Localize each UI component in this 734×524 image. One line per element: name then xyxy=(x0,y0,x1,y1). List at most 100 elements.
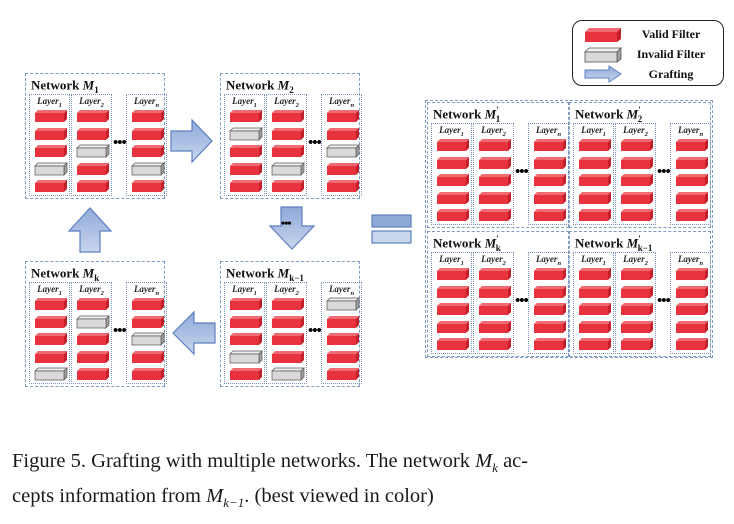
caption-line-2: cepts information from Mk−1. (best viewe… xyxy=(12,482,727,517)
network-title-sub: k−1 xyxy=(637,242,653,253)
layer-ellipsis: ••• xyxy=(113,135,127,151)
layer-label-sub: n xyxy=(699,130,704,138)
layer-label: Layer1 xyxy=(574,125,613,138)
network-title-text: Network xyxy=(226,265,278,281)
valid-filter-icon xyxy=(675,285,708,298)
network-title-prime: ′ xyxy=(496,105,499,115)
valid-filter-icon xyxy=(478,138,511,151)
layer-label-sub: 2 xyxy=(502,130,506,138)
layer-label-sub: 1 xyxy=(58,289,62,297)
layer-ellipsis: ••• xyxy=(657,164,671,180)
layer-label-sub: 2 xyxy=(644,259,648,267)
valid-filter-icon xyxy=(436,302,469,315)
invalid-filter-icon xyxy=(34,367,68,381)
layer-label-text: Layer xyxy=(535,254,558,264)
layer-column-n: Layern xyxy=(670,252,711,354)
valid-filter-icon xyxy=(620,320,653,333)
valid-filter-icon xyxy=(620,156,653,169)
valid-filter-icon xyxy=(533,320,566,333)
layer-label: Layern xyxy=(322,284,361,297)
valid-filter-icon xyxy=(131,315,164,328)
invalid-filter-icon xyxy=(229,349,263,364)
valid-filter-icon xyxy=(76,162,109,175)
valid-filter-icon xyxy=(578,285,611,298)
layer-label-text: Layer xyxy=(677,254,700,264)
legend: Valid Filter Invalid Filter Grafting xyxy=(572,20,724,86)
layer-label-text: Layer xyxy=(481,254,503,264)
valid-filter-icon xyxy=(131,350,164,363)
layer-label-text: Layer xyxy=(581,125,603,135)
caption-math-sub: k−1 xyxy=(223,495,245,511)
network-title-prime: ′ xyxy=(496,234,499,244)
network-title: Network M′1 xyxy=(433,105,500,124)
network-title-text: Network xyxy=(31,265,83,281)
valid-filter-icon xyxy=(436,208,469,221)
valid-filter-icon xyxy=(229,367,262,380)
valid-filter-icon xyxy=(271,179,304,192)
valid-filter-icon xyxy=(436,173,469,186)
valid-filter-icon xyxy=(533,285,566,298)
layer-ellipsis: ••• xyxy=(113,323,127,339)
valid-filter-icon xyxy=(34,332,67,345)
valid-filter-icon xyxy=(229,144,262,157)
valid-filter-icon xyxy=(436,191,469,204)
layer-label: Layer2 xyxy=(616,125,655,138)
layer-column-1: Layer1 xyxy=(573,252,614,354)
layer-column-n: Layern xyxy=(528,252,569,354)
caption-line-1: Figure 5. Grafting with multiple network… xyxy=(12,447,727,482)
invalid-filter-icon xyxy=(271,161,305,176)
valid-filter-icon xyxy=(478,191,511,204)
invalid-filter-icon xyxy=(76,314,110,329)
layer-column-2: Layer2 xyxy=(71,94,112,196)
grafting-arrow-left-icon xyxy=(172,310,216,356)
valid-filter-icon xyxy=(436,156,469,169)
valid-filter-icon xyxy=(578,208,611,221)
valid-filter-icon xyxy=(675,138,708,151)
network-title-var: M xyxy=(484,106,497,122)
valid-filter-icon xyxy=(76,332,109,345)
network-title-var: M xyxy=(484,235,497,251)
layer-label: Layern xyxy=(529,254,568,267)
layer-label-sub: 2 xyxy=(295,101,299,109)
layer-column-1: Layer1 xyxy=(224,282,265,384)
valid-filter-icon xyxy=(326,350,359,363)
legend-label: Valid Filter xyxy=(641,27,701,41)
layer-label: Layer1 xyxy=(432,125,471,138)
valid-filter-icon xyxy=(436,320,469,333)
network-title: Network M1 xyxy=(31,76,99,95)
valid-filter-icon xyxy=(675,267,708,280)
grafting-arrow-right-icon xyxy=(170,118,213,164)
valid-filter-icon xyxy=(620,285,653,298)
valid-filter-icon xyxy=(229,332,262,345)
layer-label-sub: 1 xyxy=(253,101,257,109)
layer-column-n: Layern xyxy=(321,94,362,196)
invalid-filter-icon xyxy=(271,367,305,381)
layer-label-sub: 1 xyxy=(602,130,606,138)
network-title-sub: k xyxy=(94,272,100,283)
layer-column-1: Layer1 xyxy=(573,123,614,225)
layer-label: Layer1 xyxy=(225,96,264,109)
layer-label-text: Layer xyxy=(439,125,461,135)
layer-label: Layern xyxy=(322,96,361,109)
valid-filter-icon xyxy=(578,173,611,186)
layer-column-2: Layer2 xyxy=(266,94,307,196)
layer-label-text: Layer xyxy=(581,254,603,264)
valid-filter-icon xyxy=(533,208,566,221)
layer-label: Layer2 xyxy=(72,284,111,297)
layer-label-sub: n xyxy=(350,101,355,109)
valid-filter-icon xyxy=(533,156,566,169)
valid-filter-icon xyxy=(326,179,359,192)
layer-label: Layern xyxy=(127,96,166,109)
layer-label-text: Layer xyxy=(328,284,351,294)
valid-filter-icon xyxy=(578,138,611,151)
valid-filter-icon xyxy=(326,109,359,122)
valid-filter-icon xyxy=(478,302,511,315)
layer-label-sub: n xyxy=(557,130,562,138)
valid-filter-icon xyxy=(271,350,304,363)
network-title: Network M′k−1 xyxy=(575,234,652,253)
valid-filter-icon xyxy=(478,285,511,298)
layer-label-sub: 1 xyxy=(253,289,257,297)
valid-filter-icon xyxy=(620,173,653,186)
